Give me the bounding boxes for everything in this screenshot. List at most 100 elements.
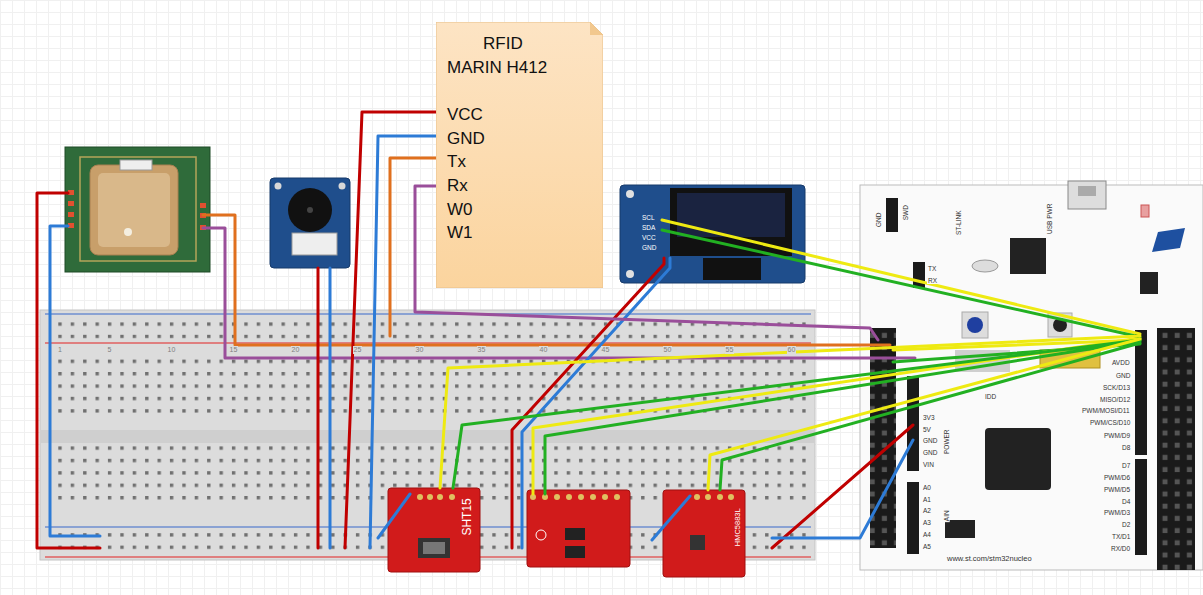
usb-connector <box>1068 181 1106 209</box>
pin-label: A1 <box>922 496 932 503</box>
st-logo <box>1152 228 1185 252</box>
pin-label: A5 <box>922 543 932 550</box>
wire <box>772 440 913 538</box>
mcu-chip <box>985 428 1051 490</box>
gps-antenna-top <box>98 173 170 247</box>
wire <box>370 136 436 548</box>
note-text: RFID <box>482 34 524 54</box>
header <box>907 482 919 554</box>
nucleo-illustration <box>860 181 1203 570</box>
pin-label: TX/D1 <box>1111 533 1131 540</box>
pin-label: MISO/D12 <box>1099 396 1131 403</box>
pin-label: 5V <box>922 426 932 433</box>
pin <box>578 494 584 500</box>
oled-board <box>620 185 805 283</box>
pin-label: D7 <box>1121 462 1131 469</box>
pin-label: IDD <box>984 393 997 400</box>
usb-port <box>1078 186 1096 196</box>
oled-screen <box>677 193 785 237</box>
column-number: 35 <box>477 346 487 354</box>
pin <box>437 494 443 500</box>
pin <box>728 494 734 500</box>
pin-label: AIN <box>942 509 949 522</box>
note-text: VCC <box>446 105 484 125</box>
chip <box>565 546 585 558</box>
pin <box>68 212 74 217</box>
wire-connector <box>440 336 1140 488</box>
column-number: 40 <box>539 346 549 354</box>
rfid-note: RFIDMARIN H412VCCGNDTxRxW0W1 <box>436 22 603 288</box>
pin-label: SDA <box>641 224 656 231</box>
pin <box>200 203 206 208</box>
wire <box>37 193 100 548</box>
sensor-window <box>423 542 445 554</box>
chip <box>1140 272 1158 294</box>
hmc5883l-board: HMC5883L <box>663 490 745 577</box>
wire <box>533 338 1140 494</box>
pin-label: A2 <box>922 507 932 514</box>
buzzer-body <box>288 188 332 232</box>
wire <box>50 226 100 536</box>
oled-module <box>620 185 805 283</box>
chip <box>690 535 705 550</box>
user-button <box>967 317 983 333</box>
note-text: W0 <box>446 200 474 220</box>
pin-label: SCK/D13 <box>1102 384 1131 391</box>
column-number: 1 <box>57 346 63 354</box>
pin <box>705 494 711 500</box>
pin <box>717 494 723 500</box>
hmc-illustration <box>663 490 745 577</box>
pin-label: SCL <box>641 214 656 221</box>
pin-label: TX <box>927 265 937 272</box>
header-pins <box>1157 328 1195 570</box>
header <box>913 262 925 288</box>
pin-label: PWM/D9 <box>1103 432 1131 439</box>
crystal <box>972 260 998 272</box>
pin-label: AVDD <box>1111 359 1131 366</box>
gps-connector <box>120 160 152 170</box>
mount-hole <box>339 183 346 190</box>
header <box>907 376 919 471</box>
note-text: Tx <box>446 152 467 172</box>
pin-label: GND <box>641 244 657 251</box>
column-number: 20 <box>291 346 301 354</box>
wire <box>378 494 410 538</box>
pin-label: PWM/CS/D10 <box>1089 419 1131 426</box>
accelerometer-illustration <box>527 490 630 567</box>
pin-label: A4 <box>922 531 932 538</box>
oled-ribbon <box>703 258 761 280</box>
mount-hole <box>275 183 282 190</box>
header <box>1157 328 1195 570</box>
buzzer-module <box>270 178 350 268</box>
column-number: 55 <box>725 346 735 354</box>
accelerometer-pcb <box>527 490 630 567</box>
note-text: GND <box>446 129 486 149</box>
chip <box>1010 238 1046 274</box>
wire <box>772 425 913 548</box>
pin-label: D2 <box>1121 521 1131 528</box>
pin-label: A0 <box>922 484 932 491</box>
column-number: 60 <box>787 346 797 354</box>
pin-label: GND <box>922 449 938 456</box>
buzzer-board <box>270 178 350 268</box>
breadboard-channel <box>40 430 815 443</box>
wire-connector <box>453 340 1140 488</box>
sht15-board: SHT15 <box>388 488 480 572</box>
pin <box>68 201 74 206</box>
chip <box>565 528 585 540</box>
mount-hole <box>626 270 634 278</box>
note-text: Rx <box>446 176 469 196</box>
note-text: W1 <box>446 223 474 243</box>
pin-label: A3 <box>922 519 932 526</box>
hmc-pcb <box>663 490 745 577</box>
wire <box>317 268 320 548</box>
column-number: 45 <box>601 346 611 354</box>
chip <box>945 520 975 538</box>
column-number: 5 <box>107 346 113 354</box>
buzzer-hole <box>307 207 313 213</box>
pin-label: PWM/D6 <box>1103 474 1131 481</box>
pin <box>614 494 620 500</box>
pin-label: SWD <box>901 204 908 221</box>
sensor-chip <box>418 538 450 558</box>
